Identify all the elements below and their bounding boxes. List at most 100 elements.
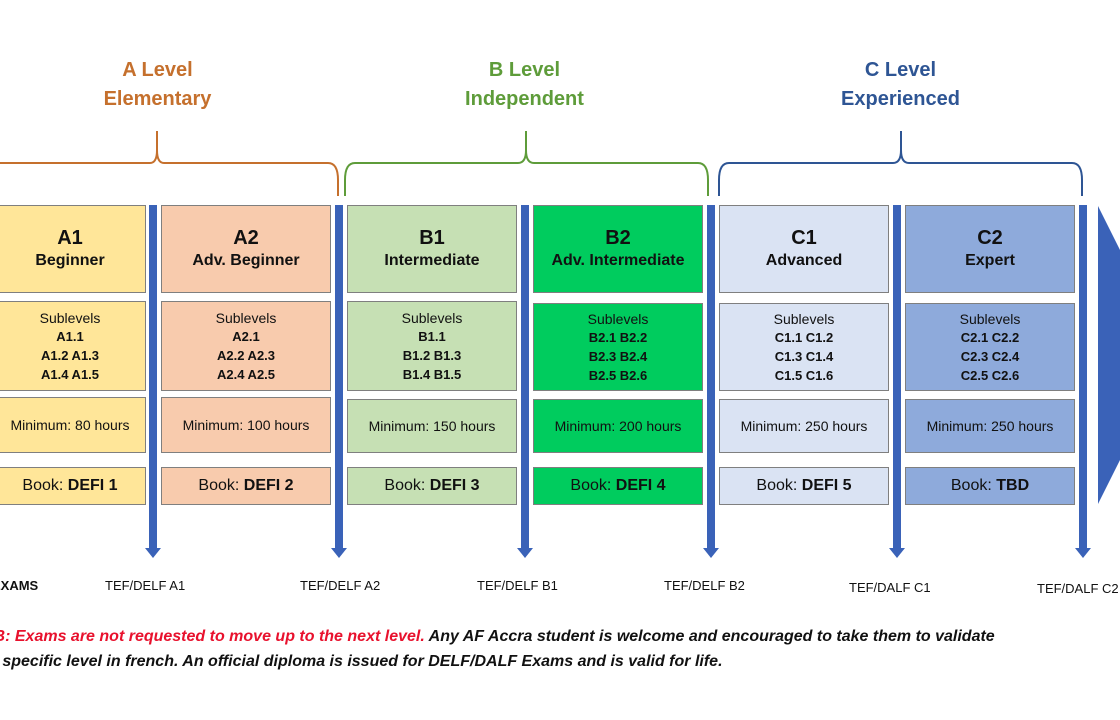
sublevels-title: Sublevels [401, 309, 463, 326]
exam-label-a1: TEF/DELF A1 [105, 578, 186, 593]
progress-arrow-icon [1098, 206, 1120, 504]
exam-arrow-b1 [521, 205, 529, 548]
exam-arrow-a2 [335, 205, 343, 548]
group-c-subtitle: Experienced [841, 88, 960, 110]
sublevel-line: B2.5 B2.6 [588, 367, 648, 383]
minimum-hours: Minimum: 100 hours [182, 417, 310, 433]
note-red-text: NB: Exams are not requested to move up t… [0, 628, 425, 645]
group-title-b: B Level Independent [427, 56, 622, 114]
footer-note: NB: Exams are not requested to move up t… [0, 624, 1120, 674]
level-b2-book: Book: DEFI 4 [533, 467, 703, 505]
exam-arrow-b2 [707, 205, 715, 548]
group-b-subtitle: Independent [465, 88, 584, 110]
sublevels-title: Sublevels [773, 310, 835, 327]
level-c2-book: Book: TBD [905, 467, 1075, 505]
level-code: C1 [791, 227, 817, 249]
level-name: Intermediate [384, 252, 480, 269]
level-b1-book: Book: DEFI 3 [347, 467, 517, 505]
group-title-c: C Level Experienced [803, 56, 998, 114]
sublevel-line: C1.3 C1.4 [774, 348, 834, 364]
level-name: Adv. Beginner [192, 252, 300, 269]
group-c-level: C Level [864, 59, 937, 81]
exam-label-c2: TEF/DALF C2 [1037, 581, 1119, 596]
arrow-down-icon [889, 548, 905, 558]
sublevel-line: A2.2 A2.3 [216, 347, 276, 363]
minimum-hours: Minimum: 250 hours [926, 418, 1054, 434]
level-b2-header: B2 Adv. Intermediate [533, 205, 703, 293]
level-c1-book: Book: DEFI 5 [719, 467, 889, 505]
level-code: A1 [57, 227, 83, 249]
note-line-2: a specific level in french. An official … [0, 653, 723, 670]
sublevels-title: Sublevels [587, 310, 649, 327]
arrow-down-icon [703, 548, 719, 558]
exam-label-b1: TEF/DELF B1 [477, 578, 558, 593]
level-c1-sublevels: Sublevels C1.1 C1.2 C1.3 C1.4 C1.5 C1.6 [719, 303, 889, 391]
book-label: Book: DEFI 2 [198, 477, 293, 495]
level-name: Adv. Intermediate [551, 252, 685, 269]
level-c2-sublevels: Sublevels C2.1 C2.2 C2.3 C2.4 C2.5 C2.6 [905, 303, 1075, 391]
book-label: Book: DEFI 4 [570, 477, 665, 495]
book-prefix: Book: [570, 477, 616, 494]
brace-a [0, 131, 339, 196]
level-a1-sublevels: Sublevels A1.1 A1.2 A1.3 A1.4 A1.5 [0, 301, 146, 391]
level-name: Advanced [765, 252, 843, 269]
sublevel-line: A1.1 [56, 328, 84, 344]
exam-label-b2: TEF/DELF B2 [664, 578, 745, 593]
minimum-hours: Minimum: 200 hours [554, 418, 682, 434]
book-label: Book: DEFI 5 [756, 477, 851, 495]
group-a-subtitle: Elementary [103, 88, 212, 110]
book-title: TBD [996, 477, 1030, 494]
level-name: Expert [965, 252, 1015, 269]
level-code: B1 [419, 227, 445, 249]
level-name: Beginner [35, 252, 105, 269]
book-label: Book: DEFI 1 [22, 477, 117, 495]
book-title: DEFI 3 [429, 477, 480, 494]
group-title-a: A Level Elementary [60, 56, 255, 114]
level-a2-minimum: Minimum: 100 hours [161, 397, 331, 453]
book-prefix: Book: [756, 477, 802, 494]
minimum-hours: Minimum: 250 hours [740, 418, 868, 434]
sublevel-line: B2.1 B2.2 [588, 329, 648, 345]
level-c1-minimum: Minimum: 250 hours [719, 399, 889, 453]
level-c2-header: C2 Expert [905, 205, 1075, 293]
arrow-down-icon [145, 548, 161, 558]
level-a1-minimum: Minimum: 80 hours [0, 397, 146, 453]
note-line-1-rest: Any AF Accra student is welcome and enco… [424, 628, 995, 645]
exam-arrow-c2 [1079, 205, 1087, 548]
minimum-hours: Minimum: 150 hours [368, 418, 496, 434]
sublevel-line: C1.5 C1.6 [774, 367, 834, 383]
level-b1-minimum: Minimum: 150 hours [347, 399, 517, 453]
level-b2-sublevels: Sublevels B2.1 B2.2 B2.3 B2.4 B2.5 B2.6 [533, 303, 703, 391]
level-a2-header: A2 Adv. Beginner [161, 205, 331, 293]
arrow-down-icon [517, 548, 533, 558]
book-prefix: Book: [198, 477, 244, 494]
exam-arrow-c1 [893, 205, 901, 548]
brace-b [344, 131, 709, 196]
book-prefix: Book: [384, 477, 430, 494]
exams-label: EXAMS [0, 578, 39, 593]
sublevels-title: Sublevels [959, 310, 1021, 327]
minimum-hours: Minimum: 80 hours [10, 417, 130, 433]
sublevel-line: C2.1 C2.2 [960, 329, 1020, 345]
level-code: C2 [977, 227, 1003, 249]
sublevel-line: A1.4 A1.5 [40, 366, 100, 382]
level-a1-header: A1 Beginner [0, 205, 146, 293]
exam-label-a2: TEF/DELF A2 [300, 578, 381, 593]
level-a2-sublevels: Sublevels A2.1 A2.2 A2.3 A2.4 A2.5 [161, 301, 331, 391]
sublevel-line: A2.1 [232, 328, 260, 344]
level-b1-sublevels: Sublevels B1.1 B1.2 B1.3 B1.4 B1.5 [347, 301, 517, 391]
book-prefix: Book: [22, 477, 68, 494]
level-code: B2 [605, 227, 631, 249]
level-b2-minimum: Minimum: 200 hours [533, 399, 703, 453]
sublevel-line: C2.3 C2.4 [960, 348, 1020, 364]
exam-arrow-a1 [149, 205, 157, 548]
book-title: DEFI 4 [615, 477, 666, 494]
brace-c [718, 131, 1083, 196]
book-prefix: Book: [950, 477, 997, 494]
book-label: Book: TBD [951, 477, 1029, 495]
sublevel-line: B1.1 [418, 328, 446, 344]
arrow-down-icon [331, 548, 347, 558]
sublevel-line: A2.4 A2.5 [216, 366, 276, 382]
exam-label-c1: TEF/DALF C1 [849, 580, 931, 595]
level-a2-book: Book: DEFI 2 [161, 467, 331, 505]
